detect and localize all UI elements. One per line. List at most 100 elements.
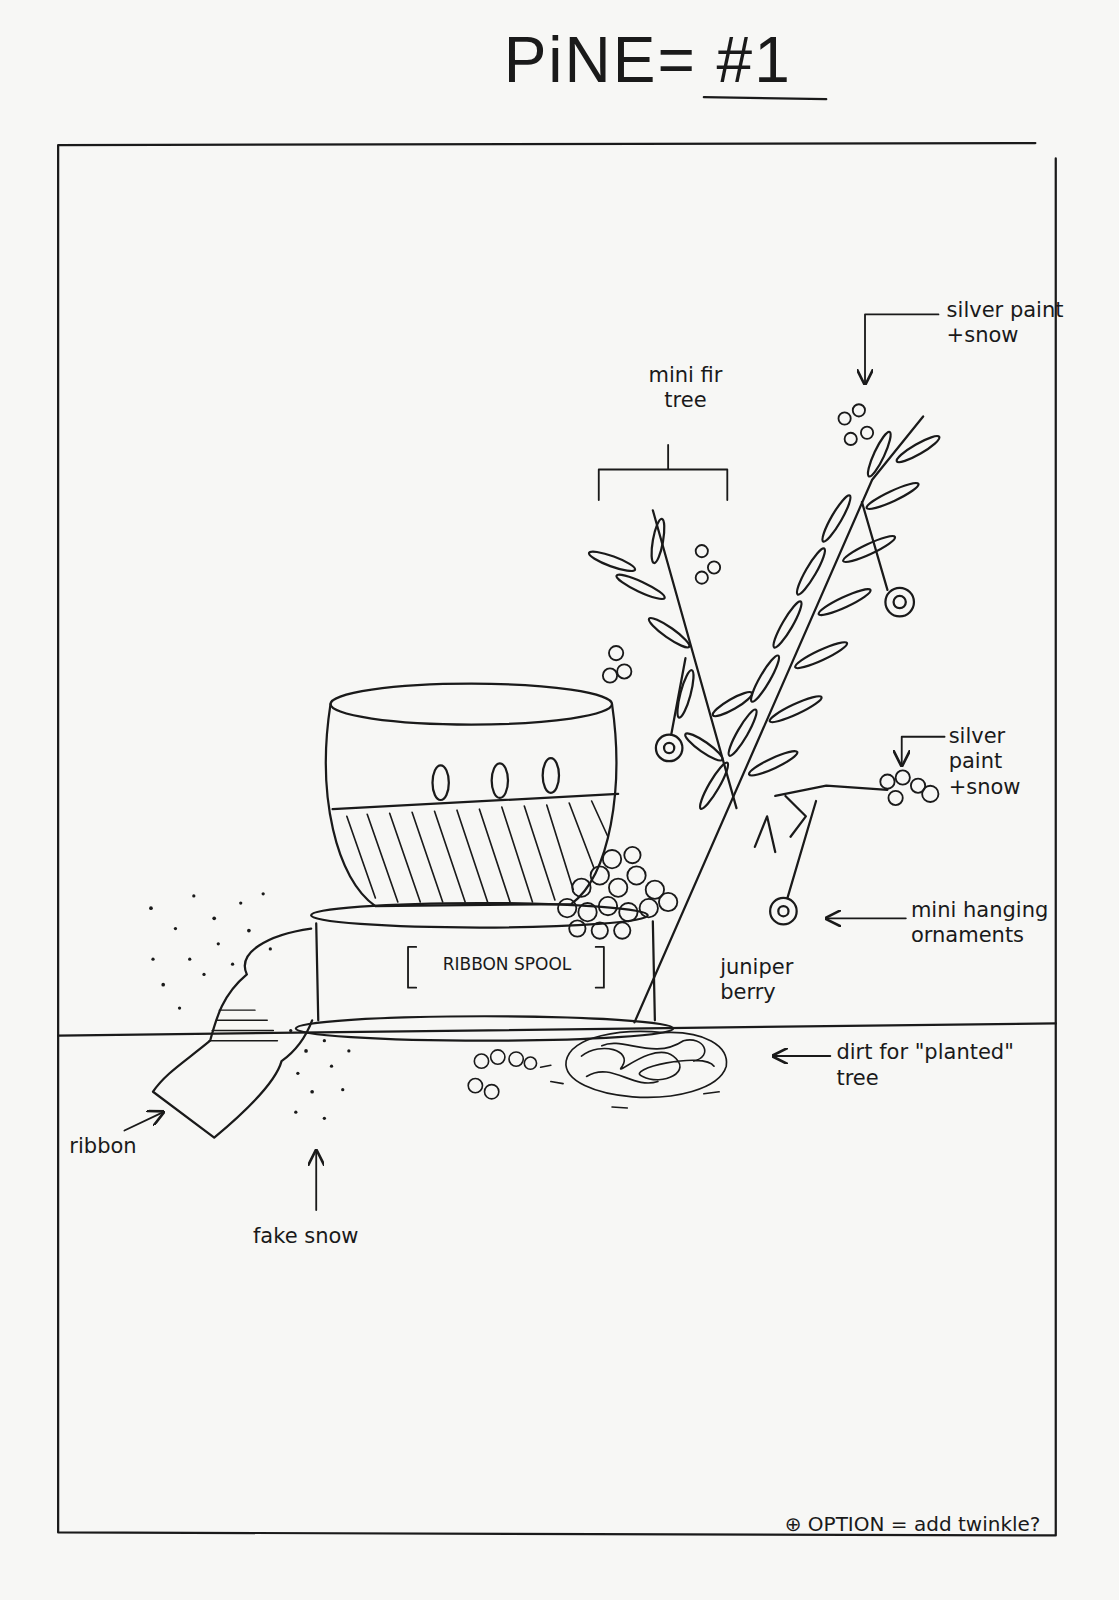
fir-tree-stroke: [614, 571, 666, 603]
bowl-stroke: [326, 704, 616, 906]
fake-snow-dots-stroke: [151, 957, 154, 960]
hanging-ornaments: [656, 502, 914, 924]
fir-tree-stroke: [674, 669, 697, 719]
hanging-ornaments-stroke: [787, 801, 816, 898]
juniper-berries-stroke: [609, 646, 623, 660]
fir-tree-stroke: [864, 430, 894, 479]
fake-snow-dots-stroke: [161, 983, 165, 987]
juniper-berries-stroke: [572, 879, 590, 897]
fake-snow-dots-stroke: [188, 957, 191, 960]
hanging-ornaments-stroke: [885, 588, 914, 617]
juniper-berries-stroke: [619, 903, 637, 921]
bowl-stroke: [347, 801, 608, 902]
ribbon-spool-stroke: [316, 921, 655, 1020]
dirt-mound-stroke: [581, 1040, 714, 1083]
fir-tree-stroke: [696, 760, 731, 811]
fir-tree-stroke: [770, 599, 805, 650]
callout-note: ribbon: [69, 1134, 171, 1159]
juniper-berries-stroke: [640, 899, 658, 917]
fir-tree-stroke: [894, 432, 942, 465]
dirt-mound: [468, 1031, 726, 1108]
dirt-mound-stroke: [524, 1057, 536, 1069]
juniper-berries-stroke: [591, 866, 609, 884]
dirt-mound-stroke: [485, 1085, 499, 1099]
leader-lines-stroke: [902, 737, 945, 766]
juniper-berries-stroke: [853, 404, 865, 416]
page-frame-stroke: [58, 143, 1056, 1535]
fake-snow-dots-stroke: [310, 1090, 314, 1094]
fake-snow-dots-stroke: [192, 894, 195, 897]
fir-tree-stroke: [646, 614, 692, 650]
bowl-stroke: [333, 794, 619, 809]
title-underline: [704, 97, 826, 99]
juniper-berries-stroke: [696, 545, 708, 557]
ribbon-strip: [153, 929, 312, 1138]
juniper-berries-stroke: [609, 879, 627, 897]
title-underline-stroke: [704, 97, 826, 99]
hanging-ornaments-stroke: [862, 502, 888, 590]
ribbon-strip-stroke: [153, 929, 312, 1138]
juniper-berries-stroke: [627, 866, 645, 884]
fir-tree-stroke: [710, 688, 754, 719]
callout-note: mini hanging ornaments: [911, 898, 1054, 948]
sketch-title: PiNE= #1: [408, 22, 887, 99]
bowl-stroke: [433, 765, 449, 800]
fake-snow-dots-stroke: [296, 1072, 299, 1075]
fir-tree-stroke: [683, 730, 726, 764]
leader-lines: [124, 314, 944, 1210]
leader-lines-stroke: [773, 1055, 830, 1057]
fake-snow-dots-stroke: [202, 973, 205, 976]
fake-snow-dots-stroke: [262, 892, 265, 895]
fir-tree-stroke: [865, 479, 921, 512]
hanging-ornaments-stroke: [671, 658, 685, 735]
juniper-berries-stroke: [558, 899, 576, 917]
fir-tree-stroke: [793, 638, 849, 671]
ribbon-strip-stroke: [209, 1010, 277, 1041]
fake-snow-dots-stroke: [289, 1029, 292, 1032]
hanging-ornaments-stroke: [770, 898, 797, 925]
juniper-berries-stroke: [922, 786, 938, 802]
leader-lines-stroke: [599, 445, 728, 500]
ribbon-spool-stroke: [296, 1016, 673, 1040]
fake-snow-dots-stroke: [323, 1039, 326, 1042]
bowl-stroke: [492, 763, 508, 798]
fir-tree-stroke: [841, 532, 897, 565]
juniper-berries-stroke: [708, 561, 720, 573]
juniper-berries-stroke: [578, 903, 596, 921]
fake-snow-dots-stroke: [178, 1006, 181, 1009]
dirt-mound-stroke: [566, 1031, 727, 1097]
fake-snow-dots-stroke: [341, 1088, 344, 1091]
ribbon-spool-stroke: [311, 903, 648, 927]
juniper-berries-stroke: [659, 893, 677, 911]
juniper-berries-stroke: [696, 572, 708, 584]
leader-lines-stroke: [124, 1112, 163, 1130]
fake-snow-dots-stroke: [149, 906, 153, 910]
fake-snow-dots-stroke: [239, 901, 242, 904]
dirt-mound-stroke: [509, 1052, 523, 1066]
hanging-ornaments-stroke: [778, 906, 788, 916]
option-note: ⊕ OPTION = add twinkle?: [653, 1512, 1041, 1536]
dirt-mound-stroke: [468, 1078, 482, 1092]
juniper-berries-stroke: [603, 850, 621, 868]
fake-snow-dots-stroke: [217, 942, 220, 945]
fir-tree-stroke: [649, 518, 667, 564]
fake-snow-dots: [149, 892, 350, 1120]
juniper-berries-stroke: [896, 770, 910, 784]
dirt-mound-stroke: [491, 1050, 505, 1064]
bowl-stroke: [543, 758, 559, 793]
fir-tree-stroke: [587, 548, 636, 574]
hanging-ornaments-stroke: [894, 596, 906, 608]
juniper-berries-stroke: [880, 774, 894, 788]
fake-snow-dots-stroke: [269, 947, 272, 950]
juniper-berries-stroke: [888, 791, 902, 805]
fake-snow-dots-stroke: [231, 963, 234, 966]
juniper-berries-stroke: [599, 897, 617, 915]
juniper-berries-stroke: [603, 668, 617, 682]
fir-tree-stroke: [768, 693, 824, 726]
callout-note: fake snow: [253, 1224, 426, 1249]
fir-tree-stroke: [755, 796, 806, 852]
juniper-berries-stroke: [845, 433, 857, 445]
fake-snow-dots-stroke: [212, 916, 216, 920]
fake-snow-dots-stroke: [323, 1117, 326, 1120]
